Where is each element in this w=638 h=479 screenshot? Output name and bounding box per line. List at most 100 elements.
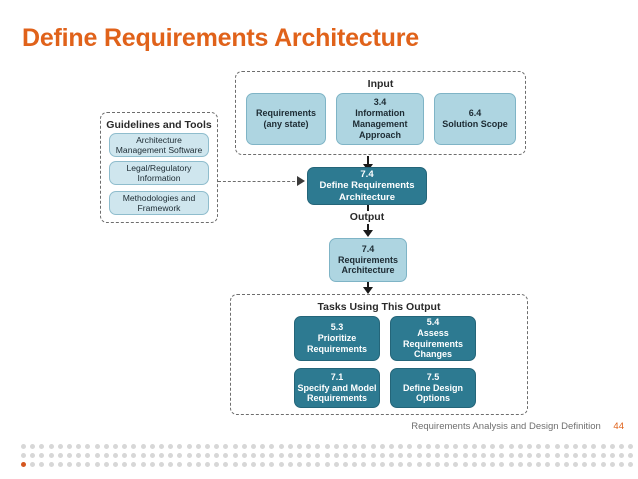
- decorative-dot: [85, 453, 91, 459]
- input-node-information-management-approach[interactable]: 3.4 Information Management Approach: [336, 93, 424, 145]
- decorative-dot: [591, 462, 597, 468]
- decorative-dot: [573, 444, 578, 449]
- decorative-dot: [67, 444, 72, 449]
- input-node-solution-scope[interactable]: 6.4 Solution Scope: [434, 93, 516, 145]
- decorative-dot: [39, 444, 45, 449]
- decorative-dot: [103, 444, 109, 449]
- decorative-dot: [517, 462, 523, 468]
- node-number: 3.4: [373, 97, 387, 108]
- decorative-dot: [315, 444, 321, 449]
- decorative-dot: [186, 462, 192, 468]
- decorative-dot: [343, 453, 348, 459]
- task-node-define-requirements-architecture[interactable]: 7.4 Define Requirements Architecture: [307, 167, 427, 205]
- decorative-dot: [490, 453, 496, 459]
- footer-text: Requirements Analysis and Design Definit…: [411, 421, 601, 432]
- decorative-dot: [260, 444, 266, 449]
- guideline-node-methodologies-and-framework[interactable]: Methodologies and Framework: [109, 191, 209, 215]
- output-to-tasks-arrowhead: [363, 287, 373, 294]
- decorative-dot: [389, 453, 394, 459]
- decorative-dot: [232, 453, 238, 459]
- decorative-dot: [251, 462, 256, 468]
- decorative-dot: [619, 453, 624, 459]
- decorative-dot: [186, 453, 192, 459]
- node-line: Management: [352, 119, 408, 129]
- guideline-node-architecture-management-software[interactable]: Architecture Management Software: [109, 133, 209, 157]
- decorative-dot: [48, 462, 54, 468]
- decorative-dot: [407, 453, 413, 459]
- decorative-dot: [159, 453, 164, 459]
- decorative-dot: [536, 444, 542, 449]
- decorative-dot: [214, 444, 220, 449]
- decorative-dot: [21, 444, 26, 449]
- node-number: 7.4: [361, 243, 375, 254]
- decorative-dot: [508, 444, 514, 449]
- output-node-requirements-architecture[interactable]: 7.4 Requirements Architecture: [329, 238, 407, 282]
- output-label-to-output-line: [367, 224, 369, 232]
- decorative-dot: [370, 453, 376, 459]
- decorative-dot: [499, 462, 505, 468]
- task-node-specify-and-model-requirements[interactable]: 7.1 Specify and Model Requirements: [294, 368, 380, 408]
- node-line: Information: [355, 108, 405, 119]
- decorative-dot: [205, 453, 210, 459]
- decorative-dot: [398, 453, 404, 459]
- decorative-dot: [30, 462, 36, 468]
- decorative-dot: [168, 444, 174, 449]
- decorative-dot: [214, 453, 220, 459]
- decorative-dot: [30, 444, 36, 449]
- decorative-dot: [517, 444, 523, 449]
- guidelines-group-title: Guidelines and Tools: [106, 119, 212, 131]
- input-node-requirements-any-state[interactable]: Requirements (any state): [246, 93, 326, 145]
- decorative-dot: [563, 453, 569, 459]
- decorative-dot: [499, 453, 505, 459]
- decorative-dot: [214, 462, 220, 468]
- guideline-node-legal-regulatory-information[interactable]: Legal/Regulatory Information: [109, 161, 209, 185]
- decorative-dot: [131, 453, 137, 459]
- decorative-dot: [527, 453, 532, 459]
- decorative-dot: [241, 444, 247, 449]
- decorative-dot: [416, 444, 422, 449]
- task-to-output-label-line: [367, 205, 369, 211]
- node-number: 7.1: [330, 371, 344, 382]
- node-number: 5.4: [426, 316, 440, 327]
- decorative-dot: [67, 453, 72, 459]
- decorative-dot: [67, 462, 72, 468]
- decorative-dot: [149, 453, 155, 459]
- decorative-dot: [177, 453, 183, 459]
- decorative-dot: [315, 453, 321, 459]
- node-line: Requirements: [306, 343, 368, 354]
- node-line: Information: [137, 173, 181, 183]
- page-number: 44: [613, 421, 624, 432]
- decorative-dot: [481, 453, 486, 459]
- decorative-dot: [398, 444, 404, 449]
- decorative-dot: [343, 444, 348, 449]
- decorative-dot: [149, 462, 155, 468]
- decorative-dot: [481, 444, 486, 449]
- decorative-dot-band: [0, 440, 638, 479]
- node-number: 6.4: [468, 108, 482, 119]
- decorative-dot: [536, 462, 542, 468]
- node-line: Options: [416, 393, 450, 404]
- node-line: Management Software: [115, 145, 203, 155]
- node-line: Define Requirements: [319, 180, 415, 192]
- decorative-dot: [444, 444, 450, 449]
- decorative-dot: [425, 462, 431, 468]
- node-line: Legal/Regulatory: [126, 162, 192, 173]
- decorative-dot: [517, 453, 523, 459]
- task-node-prioritize-requirements[interactable]: 5.3 Prioritize Requirements: [294, 316, 380, 361]
- output-to-tasks-connector-line: [367, 282, 369, 290]
- decorative-dot: [573, 453, 578, 459]
- decorative-dot: [407, 444, 413, 449]
- decorative-dot: [545, 453, 551, 459]
- task-node-assess-requirements-changes[interactable]: 5.4 Assess Requirements Changes: [390, 316, 476, 361]
- decorative-dot: [21, 462, 26, 468]
- decorative-dot: [232, 444, 238, 449]
- decorative-dot: [195, 444, 201, 449]
- decorative-dot: [554, 462, 560, 468]
- decorative-dot: [297, 462, 302, 468]
- output-arrowhead: [363, 230, 373, 237]
- decorative-dot: [278, 462, 284, 468]
- decorative-dot: [113, 444, 118, 449]
- task-node-define-design-options[interactable]: 7.5 Define Design Options: [390, 368, 476, 408]
- node-line: (any state): [263, 119, 309, 129]
- decorative-dot: [223, 453, 229, 459]
